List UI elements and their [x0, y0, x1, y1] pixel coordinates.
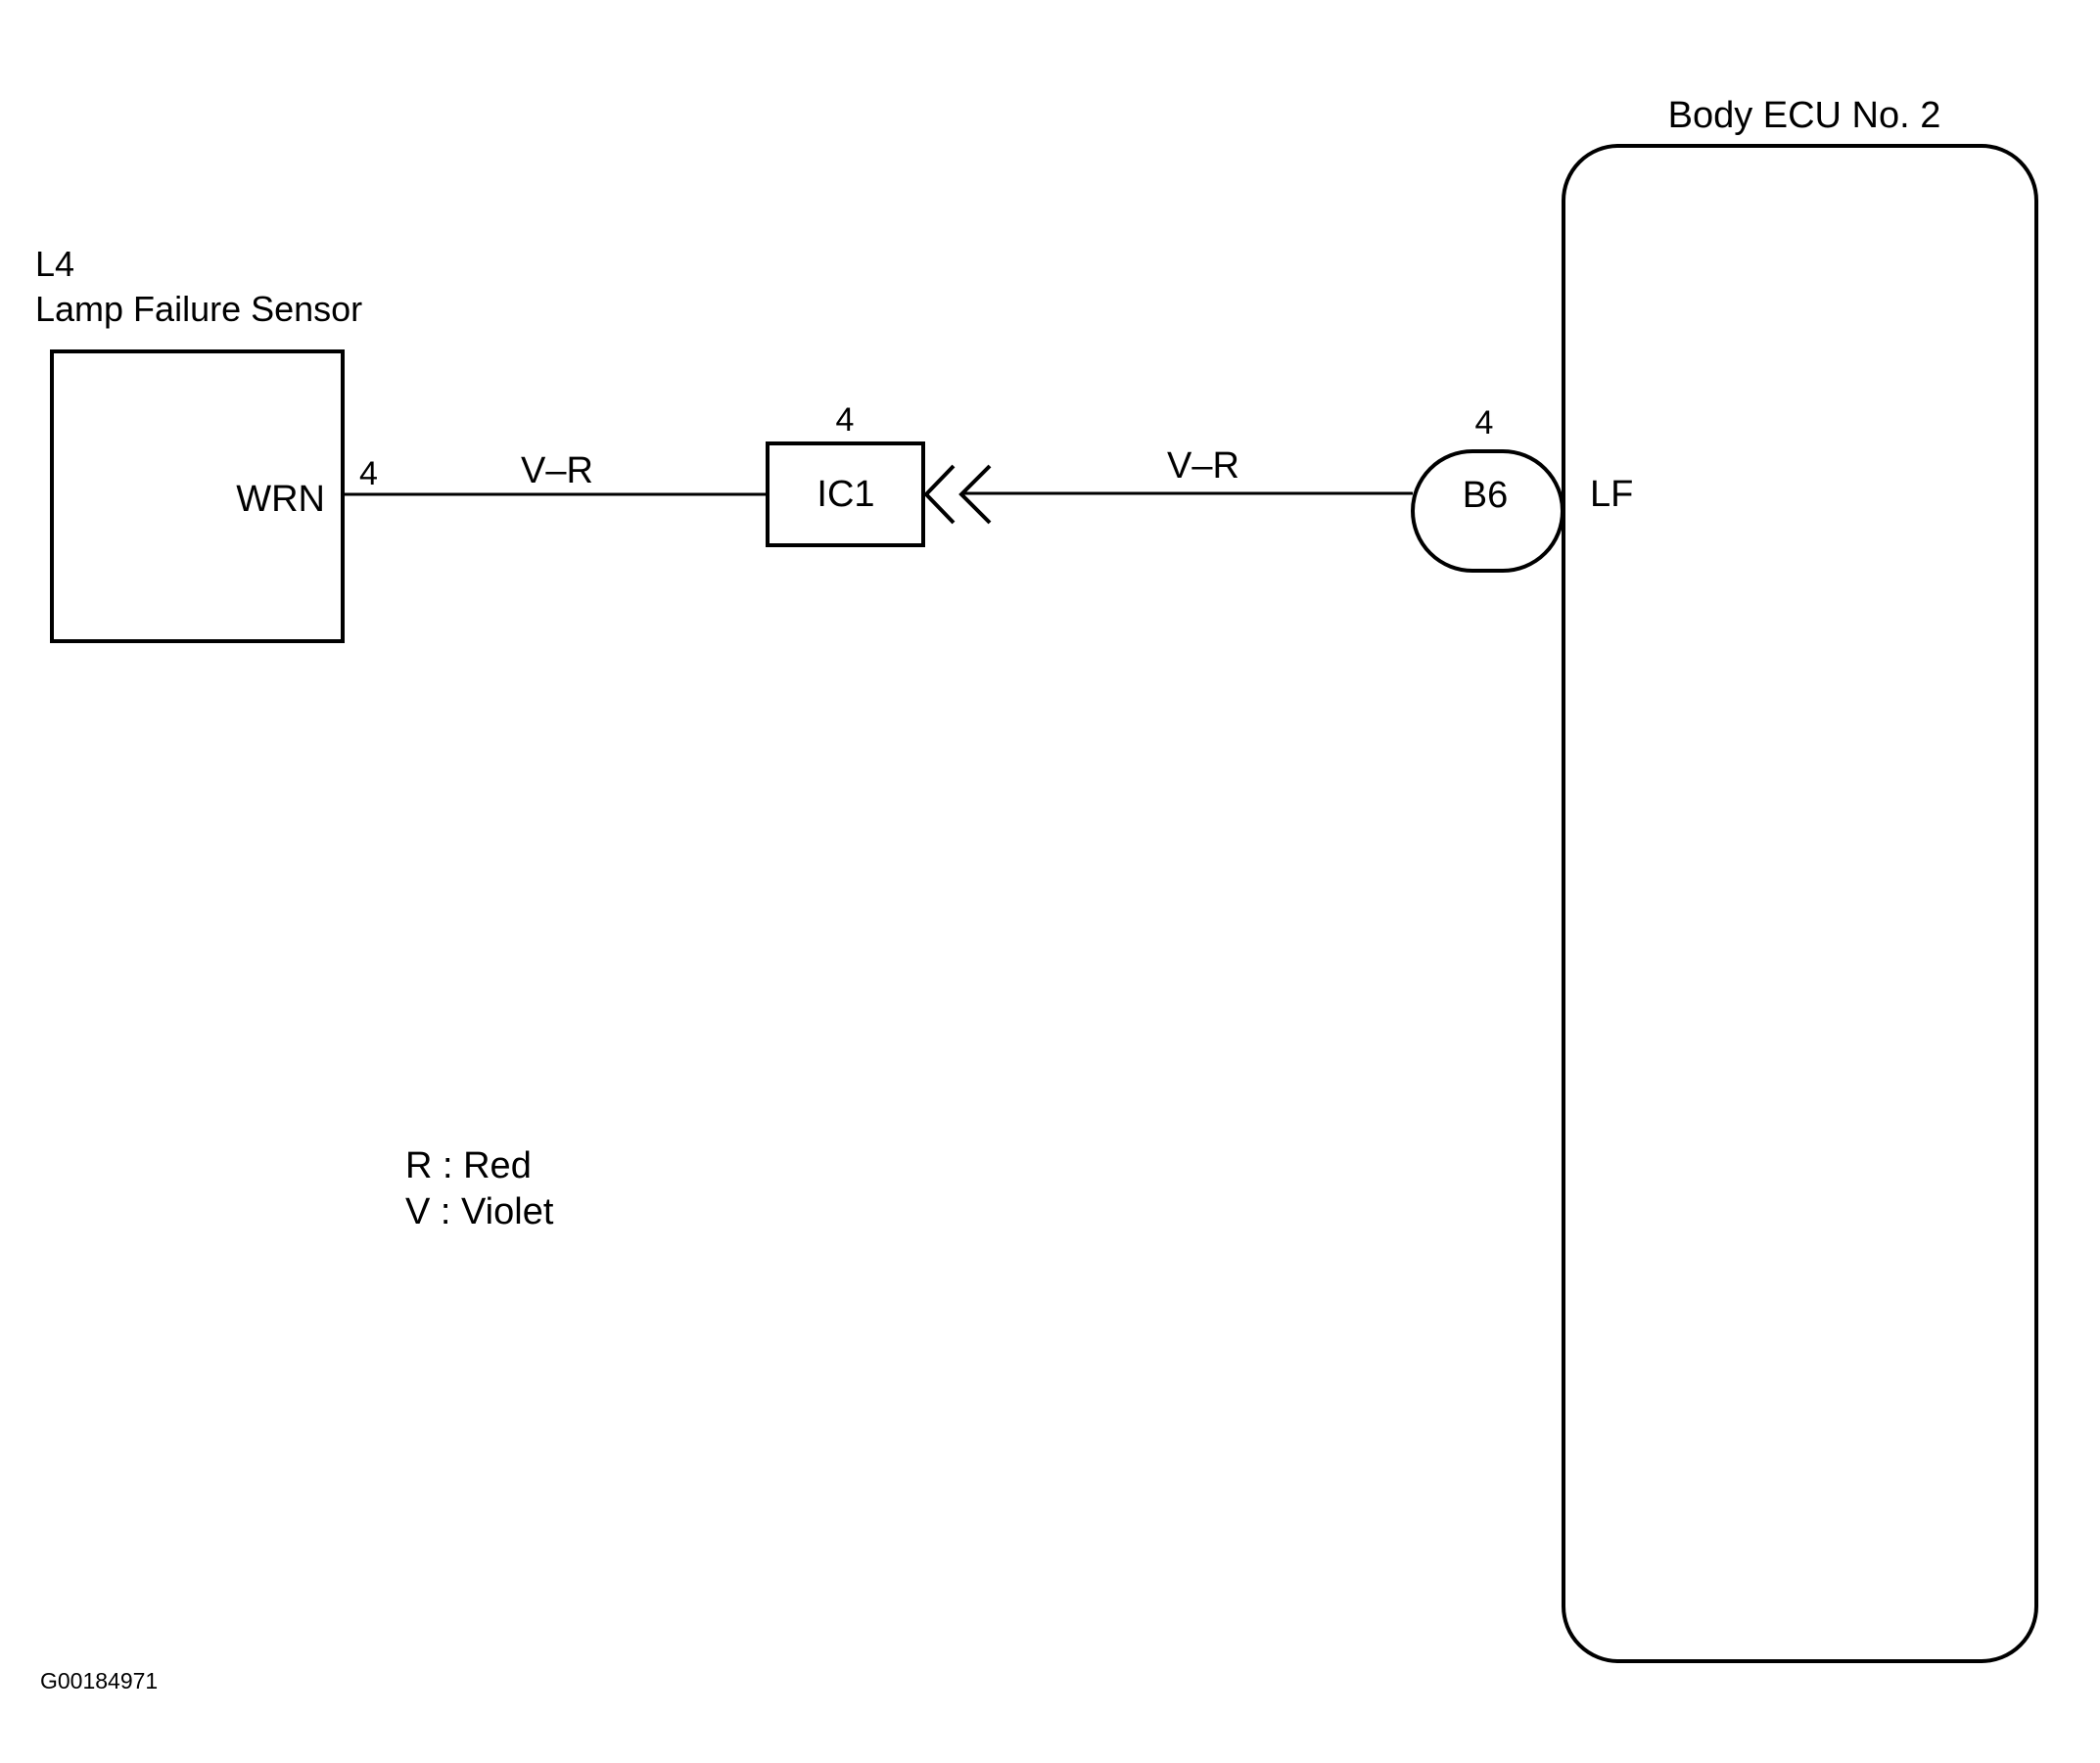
- legend-item-violet: V : Violet: [405, 1191, 554, 1232]
- ic1-code-label: IC1: [817, 474, 874, 515]
- sensor-name-label: Lamp Failure Sensor: [35, 289, 362, 329]
- ic1-pin-label: 4: [836, 401, 855, 439]
- ecu-terminal-name: LF: [1590, 474, 1633, 515]
- b6-pin-label: 4: [1475, 404, 1494, 441]
- ecu-connector-b6: 4 B6: [1411, 404, 1564, 573]
- wire-1-color-code: V–R: [521, 450, 593, 491]
- legend-item-red: R : Red: [405, 1145, 532, 1186]
- ecu-box: [1562, 144, 2038, 1663]
- ic1-box: [766, 441, 925, 547]
- color-legend: R : Red V : Violet: [405, 1145, 554, 1232]
- lamp-failure-sensor: L4 Lamp Failure Sensor WRN 4: [35, 244, 378, 643]
- wire-2-color-code: V–R: [1167, 445, 1239, 487]
- figure-id: G00184971: [40, 1668, 158, 1693]
- sensor-terminal-pin: 4: [359, 455, 378, 492]
- sensor-terminal-name: WRN: [236, 479, 325, 520]
- sensor-box: [50, 349, 345, 643]
- junction-connector-ic1: 4 IC1: [766, 401, 925, 547]
- b6-code-label: B6: [1463, 475, 1508, 516]
- body-ecu-no-2: Body ECU No. 2 LF: [1562, 95, 2038, 1663]
- sensor-code-label: L4: [35, 244, 74, 284]
- ecu-name-label: Body ECU No. 2: [1668, 95, 1941, 136]
